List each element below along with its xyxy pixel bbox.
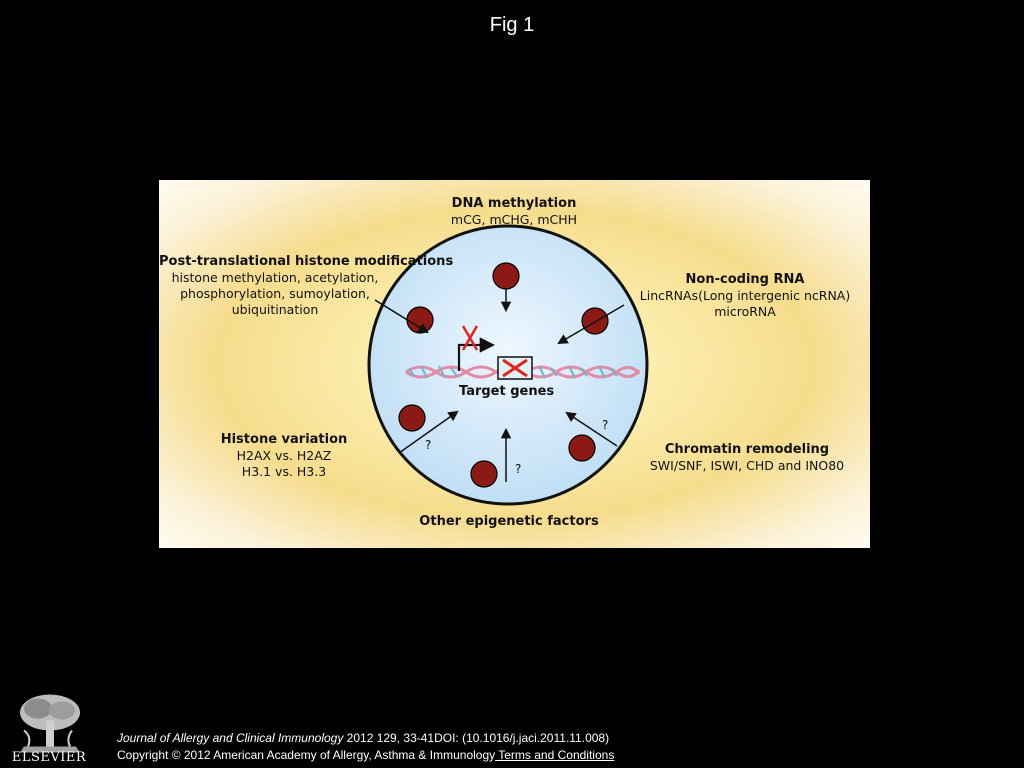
histone-variation-node [398, 404, 426, 432]
other-factors-label: Other epigenetic factors [419, 514, 599, 529]
elsevier-tree-icon [10, 690, 88, 759]
ncrna-node [581, 307, 609, 335]
citation-line-2: Copyright © 2012 American Academy of All… [117, 747, 614, 764]
ncrna-arrow [557, 304, 625, 345]
ptm-label: Post-translational histone modifications… [159, 254, 454, 317]
elsevier-logo-text: ELSEVIER [11, 750, 87, 765]
citation: Journal of Allergy and Clinical Immunolo… [117, 730, 614, 764]
citation-details: 2012 129, 33-41DOI: (10.1016/j.jaci.2011… [343, 731, 610, 745]
transcription-start-arrow [457, 337, 496, 371]
ptm-arrow [374, 299, 429, 334]
other-factors-node [470, 460, 498, 488]
ncrna-label: Non-coding RNA LincRNAs(Long intergenic … [639, 272, 851, 319]
epigenetics-diagram [367, 224, 649, 506]
transcription-inhibit-mark [461, 325, 479, 351]
ptm-node [406, 306, 434, 334]
chromatin-remodeling-arrow [565, 411, 618, 447]
chromatin-remodeling-label: Chromatin remodeling SWI/SNF, ISWI, CHD … [649, 442, 845, 473]
target-genes-label: Target genes [459, 384, 555, 399]
histone-variation-question-mark: ? [425, 438, 432, 452]
copyright-text: Copyright © 2012 American Academy of All… [117, 748, 496, 762]
dna-methylation-label: DNA methylation mCG, mCHG, mCHH [450, 196, 578, 227]
slide-title: Fig 1 [489, 14, 535, 36]
citation-line-1: Journal of Allergy and Clinical Immunolo… [117, 730, 614, 747]
dna-methylation-node [492, 262, 520, 290]
figure-panel: DNA methylation mCG, mCHG, mCHH Post-tra… [159, 180, 870, 548]
chromatin-remodeling-node [568, 434, 596, 462]
histone-variation-label: Histone variation H2AX vs. H2AZ H3.1 vs.… [220, 432, 348, 479]
other-factors-question-mark: ? [515, 462, 522, 476]
terms-and-conditions-link[interactable]: Terms and Conditions [495, 748, 615, 762]
chromatin-remodeling-question-mark: ? [602, 418, 609, 432]
journal-name: Journal of Allergy and Clinical Immunolo… [117, 731, 344, 745]
target-gene-inhibit-mark [502, 358, 528, 378]
histone-variation-arrow [398, 410, 459, 454]
